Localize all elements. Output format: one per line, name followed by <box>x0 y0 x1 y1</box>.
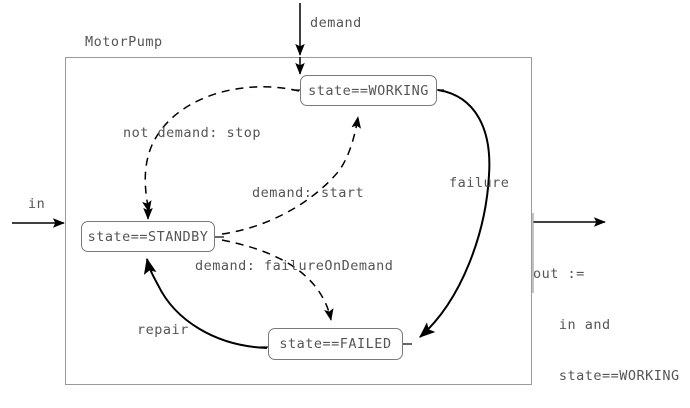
state-standby-label: state==STANDBY <box>87 228 209 245</box>
state-working-label: state==WORKING <box>308 82 429 99</box>
input-label-in: in <box>28 196 46 212</box>
transition-label-stop: not demand: stop <box>123 125 262 141</box>
state-working[interactable]: state==WORKING <box>300 75 437 106</box>
output-line-1: out := <box>533 266 585 282</box>
transition-label-failure: failure <box>449 175 510 191</box>
transition-label-repair: repair <box>137 322 189 338</box>
output-label-out: out := in and state==WORKING <box>533 232 680 408</box>
input-label-demand: demand <box>310 15 362 31</box>
output-line-2: in and <box>533 317 611 333</box>
transition-label-start: demand: start <box>252 185 365 201</box>
transition-label-failure-on-demand: demand: failureOnDemand <box>195 258 394 274</box>
state-failed[interactable]: state==FAILED <box>268 328 403 360</box>
motorpump-container <box>65 57 532 385</box>
state-standby[interactable]: state==STANDBY <box>81 221 215 252</box>
motorpump-title: MotorPump <box>85 34 163 50</box>
output-line-3: state==WORKING <box>533 368 680 384</box>
state-failed-label: state==FAILED <box>279 336 392 352</box>
